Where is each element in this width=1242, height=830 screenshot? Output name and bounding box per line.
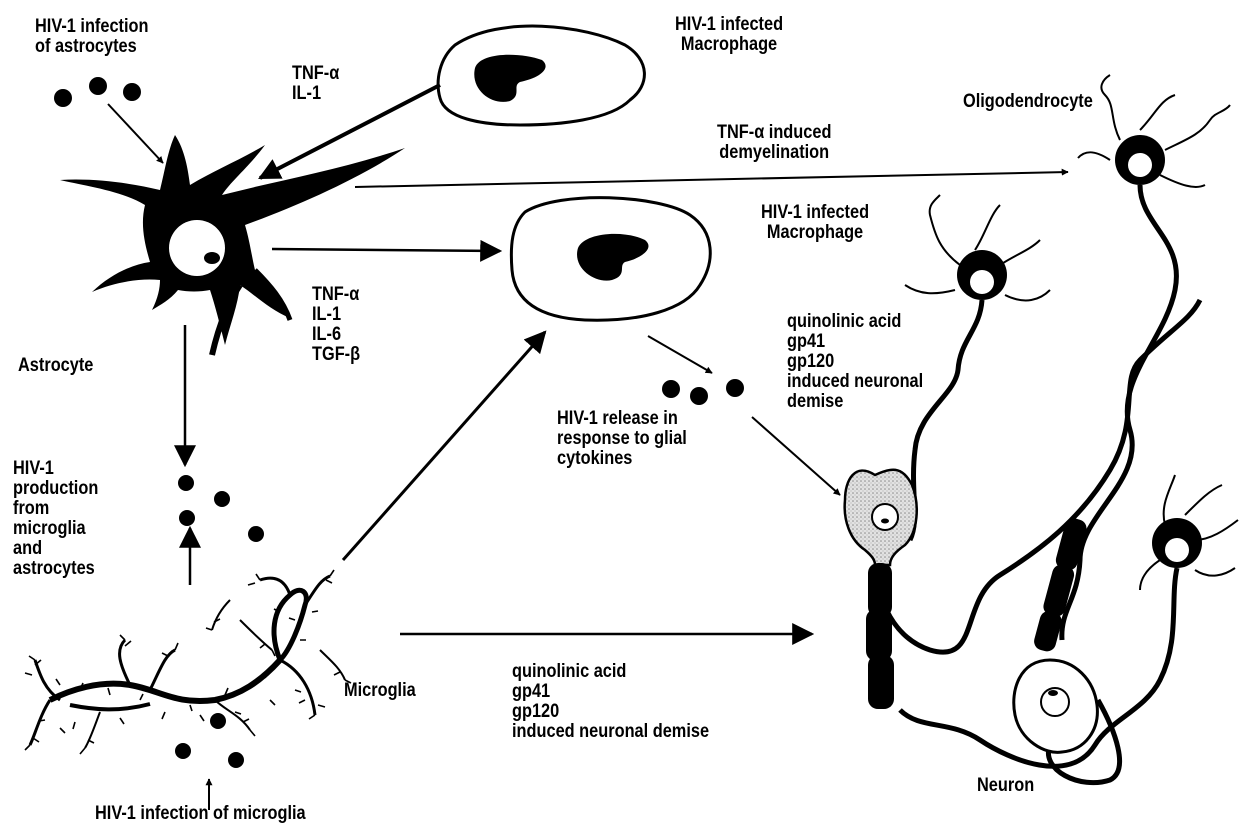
label-quinolinic-bottom: quinolinic acid gp41 gp120 induced neuro… [512,662,709,742]
label-neuron: Neuron [977,776,1034,796]
label-tnf-il1-top: TNF-α IL-1 [292,64,339,104]
label-cytokines-list: TNF-α IL-1 IL-6 TGF-β [312,285,360,365]
label-macrophage-top: HIV-1 infected Macrophage [675,15,783,55]
arrow-infection-to-astrocyte [108,104,163,163]
macrophage-top [438,26,644,125]
arrow-astrocyte-to-oligodendrocyte [355,172,1068,187]
arrow-virus-to-neuron [752,417,840,495]
microglia-cells [25,570,351,754]
label-hiv-release: HIV-1 release in response to glial cytok… [557,409,687,469]
label-macrophage-middle: HIV-1 infected Macrophage [761,203,869,243]
oligodendrocyte-cells [905,75,1238,590]
label-hiv-infection-microglia: HIV-1 infection of microglia [95,804,306,824]
arrow-macrophage-to-astrocyte [260,85,440,178]
label-microglia: Microglia [344,681,416,701]
label-hiv-production: HIV-1 production from microglia and astr… [13,459,98,579]
label-quinolinic-right: quinolinic acid gp41 gp120 induced neuro… [787,312,923,412]
macrophage-middle [511,198,710,321]
arrow-astrocyte-to-macrophage [272,249,500,251]
label-oligodendrocyte: Oligodendrocyte [963,92,1093,112]
label-astrocyte: Astrocyte [18,356,93,376]
neuron-cells [845,185,1200,783]
arrow-macrophage-to-virus [648,336,712,373]
arrow-microglia-to-macrophage [343,332,545,560]
label-demyelination: TNF-α induced demyelination [717,123,831,163]
label-hiv-infection-astrocytes: HIV-1 infection of astrocytes [35,17,148,57]
